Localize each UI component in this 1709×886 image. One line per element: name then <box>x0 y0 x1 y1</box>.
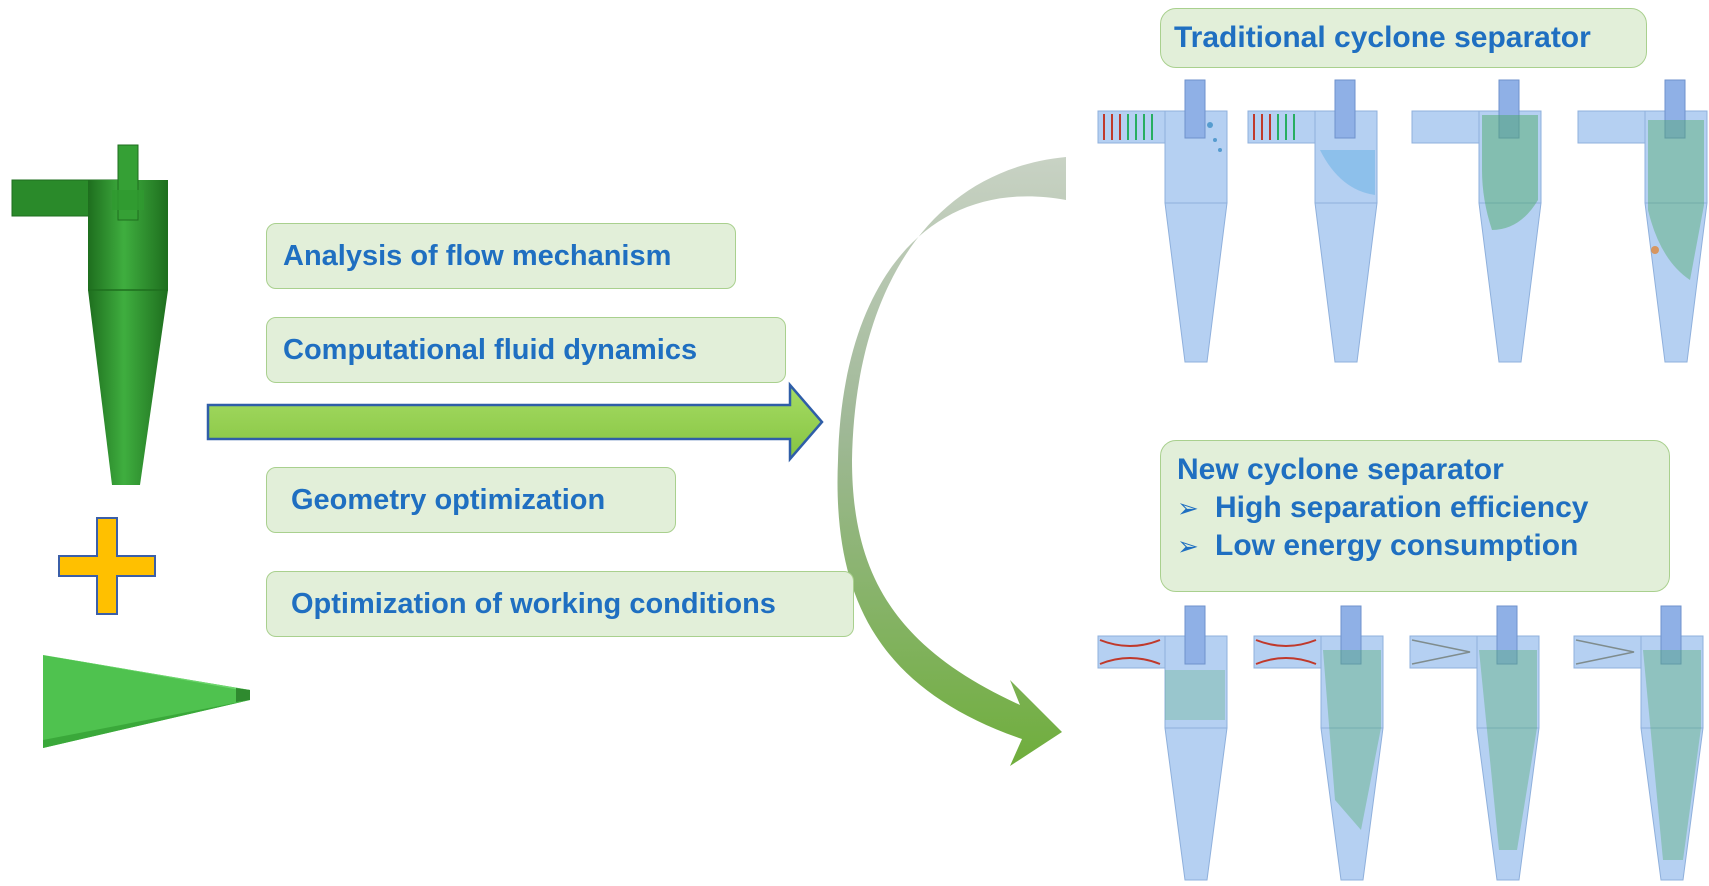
benefit-text: Low energy consumption <box>1215 529 1579 562</box>
cone-insert-model <box>43 655 250 748</box>
new-cyclone-2 <box>1253 605 1384 881</box>
arrowhead-bullet-icon: ➢ <box>1177 530 1199 561</box>
traditional-cyclone-4 <box>1577 79 1708 363</box>
flow-mechanism-label: Analysis of flow mechanism <box>266 223 736 289</box>
curved-arrow <box>837 157 1066 766</box>
traditional-cyclone-3 <box>1411 79 1542 363</box>
new-cyclone-row <box>1097 605 1704 881</box>
green-cyclone-model <box>11 144 168 485</box>
traditional-cyclone-1 <box>1097 79 1228 363</box>
new-cyclone-title: New cyclone separator <box>1177 453 1504 486</box>
benefit-item: ➢ High separation efficiency <box>1177 491 1653 525</box>
cfd-label: Computational fluid dynamics <box>266 317 786 383</box>
geometry-text: Geometry optimization <box>291 483 606 516</box>
plus-icon <box>58 517 156 615</box>
working-conditions-label: Optimization of working conditions <box>266 571 854 637</box>
benefit-item: ➢ Low energy consumption <box>1177 529 1653 563</box>
geometry-label: Geometry optimization <box>266 467 676 533</box>
traditional-cyclone-title: Traditional cyclone separator <box>1174 21 1591 54</box>
new-cyclone-1 <box>1097 605 1228 881</box>
new-cyclone-callout: New cyclone separator ➢ High separation … <box>1160 440 1670 592</box>
new-cyclone-4 <box>1573 605 1704 881</box>
traditional-cyclone-2 <box>1247 79 1378 363</box>
arrowhead-bullet-icon: ➢ <box>1177 492 1199 523</box>
cfd-text: Computational fluid dynamics <box>283 333 698 366</box>
benefit-text: High separation efficiency <box>1215 491 1589 524</box>
traditional-cyclone-title-box: Traditional cyclone separator <box>1160 8 1647 68</box>
flow-mechanism-text: Analysis of flow mechanism <box>283 239 672 272</box>
new-cyclone-3 <box>1409 605 1540 881</box>
traditional-cyclone-row <box>1097 79 1708 363</box>
main-arrow <box>206 381 824 463</box>
working-conditions-text: Optimization of working conditions <box>291 587 776 620</box>
